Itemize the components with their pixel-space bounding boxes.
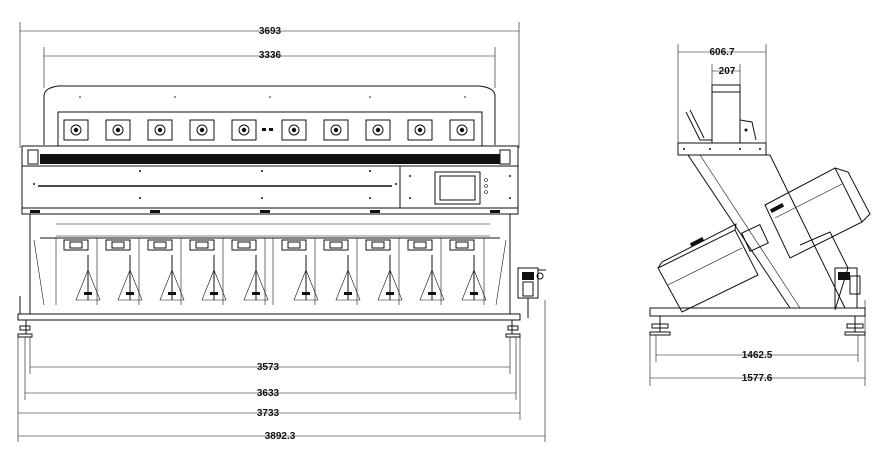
air-filter-unit: [517, 267, 546, 318]
output-section: [29, 213, 511, 315]
ejector-10: [449, 239, 475, 251]
funnel-row: [75, 255, 487, 301]
hopper-cover: [43, 85, 496, 145]
base-frame: [17, 296, 521, 338]
side-top-plate: [677, 142, 767, 156]
dimension-hopper-width: 3336: [43, 47, 496, 88]
separator-rail: [21, 207, 519, 215]
feeder-2: [105, 119, 131, 141]
feeder-8: [365, 119, 391, 141]
side-view: 606.7 207: [649, 44, 871, 386]
feeder-5: [231, 119, 257, 141]
dimension-label-3733: 3733: [257, 408, 280, 419]
dimension-base-inner: 3573: [29, 337, 511, 374]
ejector-2: [105, 239, 131, 251]
ejector-1: [63, 239, 89, 251]
channel-dividers: [55, 238, 485, 305]
side-inclined-chute: [687, 154, 846, 309]
ejector-8: [365, 239, 391, 251]
ejector-5: [231, 239, 257, 251]
ejector-row: [63, 239, 475, 251]
touch-screen: [434, 171, 481, 205]
feeder-1: [63, 119, 89, 141]
front-view: 3693 3336: [17, 22, 546, 442]
dimension-label-1577-6: 1577.6: [742, 373, 773, 384]
feeder-7: [323, 119, 349, 141]
dimension-label-3693: 3693: [259, 26, 282, 37]
dimension-label-606-7: 606.7: [709, 47, 734, 58]
feeder-3: [147, 119, 173, 141]
side-camera-lower: [657, 223, 759, 313]
dimension-top-depth: 606.7: [677, 44, 767, 148]
dimension-label-3336: 3336: [259, 50, 282, 61]
feeder-4: [189, 119, 215, 141]
feeder-row: [57, 111, 483, 147]
control-section: [21, 165, 519, 209]
main-frame-top: [21, 145, 519, 167]
dimension-overall-depth: 1577.6: [649, 300, 866, 386]
dimension-overall-bottom: 3892.3: [17, 300, 546, 442]
dimension-label-1462-5: 1462.5: [742, 350, 773, 361]
dimension-label-3633: 3633: [257, 388, 280, 399]
ejector-6: [281, 239, 307, 251]
side-camera-upper: [764, 167, 871, 259]
dimension-base-mid: 3633: [24, 337, 517, 400]
feeder-6: [281, 119, 307, 141]
ejector-7: [323, 239, 349, 251]
dimension-label-3892-3: 3892.3: [265, 431, 296, 442]
dimension-label-207: 207: [719, 66, 736, 77]
dimension-base-outer: 3733: [17, 337, 521, 420]
ejector-3: [147, 239, 173, 251]
dimension-overall-top: 3693: [19, 22, 520, 148]
ejector-4: [189, 239, 215, 251]
feeder-9: [407, 119, 433, 141]
dimension-base-depth: 1462.5: [655, 335, 859, 362]
side-hopper: [685, 84, 757, 144]
side-output-hood: [799, 231, 861, 311]
dimension-hopper-depth: 207: [711, 64, 741, 85]
feeder-10: [449, 119, 475, 141]
ejector-9: [407, 239, 433, 251]
dimension-label-3573: 3573: [257, 362, 280, 373]
